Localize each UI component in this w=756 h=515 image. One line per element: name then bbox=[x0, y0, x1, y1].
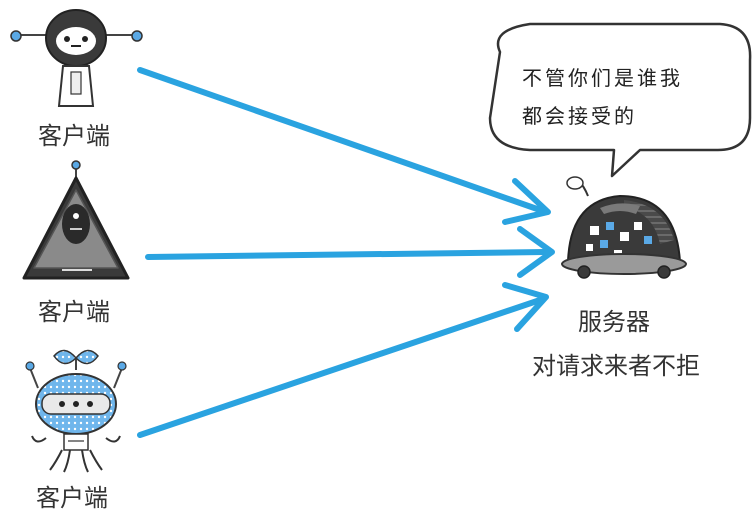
request-arrow-1 bbox=[137, 67, 551, 225]
round-head-robot-icon bbox=[10, 9, 143, 107]
speech-bubble bbox=[488, 22, 752, 178]
server-label: 服务器 bbox=[578, 308, 650, 336]
client-label-1: 客户端 bbox=[38, 122, 110, 150]
jellyfish-robot-icon bbox=[25, 349, 127, 473]
dome-server-robot-icon bbox=[561, 176, 687, 279]
client-label-3: 客户端 bbox=[36, 484, 108, 512]
request-arrow-2 bbox=[145, 226, 555, 278]
client-label-2: 客户端 bbox=[38, 298, 110, 326]
server-caption: 对请求来者不拒 bbox=[532, 352, 700, 380]
speech-line-1: 不管你们是谁我 bbox=[522, 66, 683, 90]
triangle-robot-icon bbox=[22, 160, 130, 280]
request-arrow-3 bbox=[137, 282, 549, 438]
speech-line-2: 都会接受的 bbox=[522, 104, 637, 128]
